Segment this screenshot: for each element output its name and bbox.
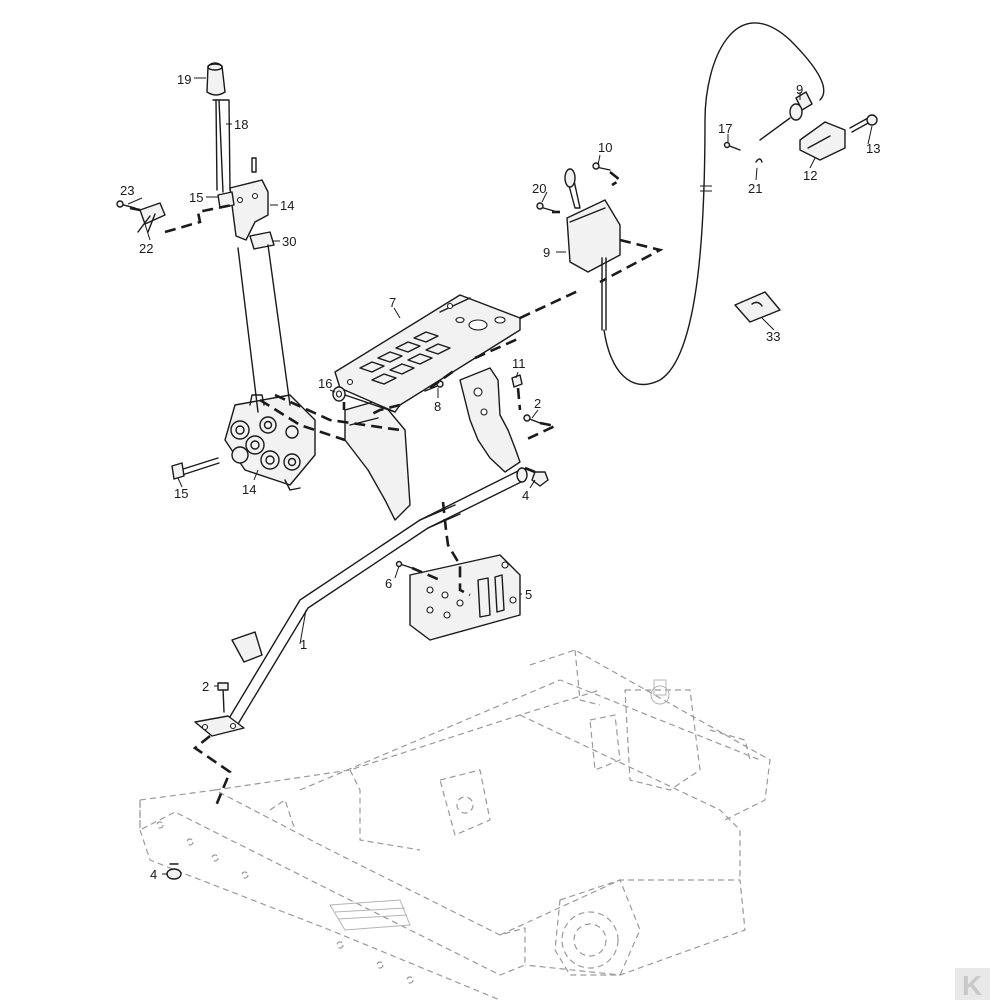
callout-32: 30 (282, 234, 296, 249)
callout-31: 23 (120, 183, 134, 198)
callout-10: 10 (598, 140, 612, 155)
callout-17: 14 (280, 198, 294, 213)
assembly-lines (129, 170, 664, 809)
callout-2-upper: 2 (534, 396, 541, 411)
callout-labels: 19 18 15 14 23 22 30 14 15 16 7 8 11 2 4… (120, 72, 880, 882)
callout-11: 11 (512, 356, 526, 371)
callout-2-lower: 2 (202, 679, 209, 694)
left-console-bracket (344, 399, 411, 521)
mounting-plate (409, 554, 521, 641)
callout-8: 8 (434, 399, 441, 414)
callout-21: 20 (532, 181, 546, 196)
throttle-control-assembly (536, 22, 878, 386)
callout-13: 13 (866, 141, 880, 156)
logo-letter: K (962, 970, 982, 1000)
callout-5: 5 (525, 587, 532, 602)
frame-chassis-phantom (139, 649, 771, 1000)
callout-16: 16 (318, 376, 332, 391)
callout-33: 33 (766, 329, 780, 344)
callout-4-upper: 4 (522, 488, 529, 503)
console-support-tube (194, 467, 528, 737)
leader-lines (127, 77, 873, 875)
callout-15: 15 (174, 486, 188, 501)
callout-22: 18 (234, 117, 248, 132)
right-console-bracket (459, 367, 521, 473)
callout-1: 1 (300, 637, 307, 652)
callout-9-cable: 9 (796, 82, 803, 97)
callout-18: 15 (189, 190, 203, 205)
hydraulic-control-valve (224, 394, 316, 491)
callout-30: 22 (139, 241, 153, 256)
callout-20: 21 (748, 181, 762, 196)
callout-7: 7 (389, 295, 396, 310)
callout-4-lower: 4 (150, 867, 157, 882)
callout-23: 19 (177, 72, 191, 87)
hardware-fasteners (166, 374, 549, 880)
callout-19: 17 (718, 121, 732, 136)
callout-12: 12 (803, 168, 817, 183)
callout-14: 14 (242, 482, 256, 497)
callout-6: 6 (385, 576, 392, 591)
control-lever-assembly (116, 62, 291, 413)
brand-logo: K (955, 968, 990, 1000)
callout-9-control: 9 (543, 245, 550, 260)
